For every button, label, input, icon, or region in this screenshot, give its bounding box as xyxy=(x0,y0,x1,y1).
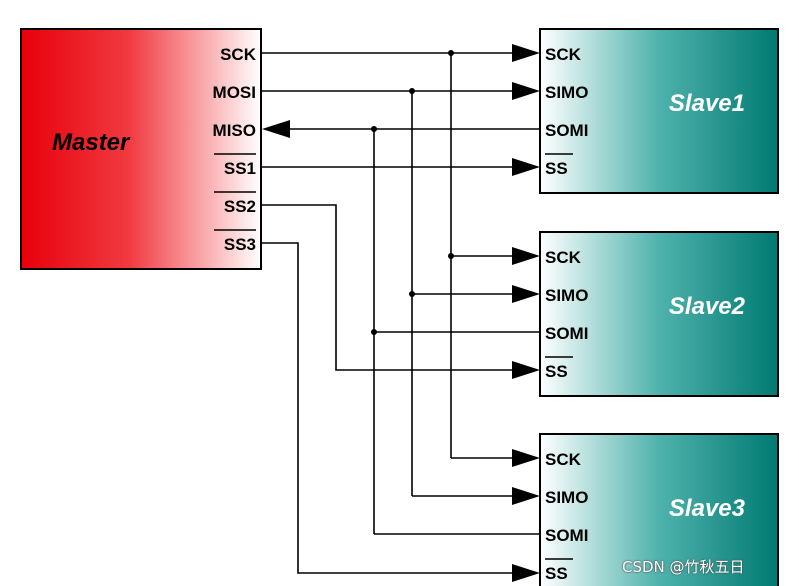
arrows xyxy=(262,44,540,582)
arrow-slave3-simo xyxy=(512,487,540,505)
mosi-wire xyxy=(262,88,512,497)
watermark: CSDN @竹秋五日 xyxy=(622,558,745,576)
slave3-pin-somi: SOMI xyxy=(545,526,588,545)
ss3-wire xyxy=(262,242,512,574)
arrow-slave1-simo xyxy=(512,82,540,100)
arrow-slave2-simo xyxy=(512,285,540,303)
slave3-pin-simo: SIMO xyxy=(545,488,588,507)
arrow-slave1-sck xyxy=(512,44,540,62)
slave1-pin-somi: SOMI xyxy=(545,121,588,140)
master-pin-ss3: SS3 xyxy=(224,235,256,254)
miso-wire xyxy=(288,126,540,535)
slave2-pin-ss: SS xyxy=(545,362,568,381)
arrow-slave2-sck xyxy=(512,247,540,265)
slave1-pin-simo: SIMO xyxy=(545,83,588,102)
master-pin-miso: MISO xyxy=(213,121,256,140)
arrow-slave1-ss xyxy=(512,158,540,176)
slave3-pin-sck: SCK xyxy=(545,450,582,469)
master-pin-ss1: SS1 xyxy=(224,159,256,178)
wires xyxy=(262,50,540,574)
sck-wire xyxy=(262,50,512,459)
slave3-title: Slave3 xyxy=(669,495,746,522)
master-pin-sck: SCK xyxy=(220,45,257,64)
slave1-block: Slave1 SCK SIMO SOMI SS xyxy=(539,28,779,194)
master-pin-mosi: MOSI xyxy=(213,83,256,102)
arrow-slave2-ss xyxy=(512,361,540,379)
slave1-title: Slave1 xyxy=(669,90,745,117)
master-title: Master xyxy=(52,129,131,156)
slave2-pin-somi: SOMI xyxy=(545,324,588,343)
slave1-pin-sck: SCK xyxy=(545,45,582,64)
slave2-pin-simo: SIMO xyxy=(545,286,588,305)
slave2-block: Slave2 SCK SIMO SOMI SS xyxy=(539,231,779,397)
slave1-pin-ss: SS xyxy=(545,159,568,178)
arrow-slave3-sck xyxy=(512,449,540,467)
arrow-master-miso xyxy=(262,120,290,138)
slave2-pin-sck: SCK xyxy=(545,248,582,267)
master-block: Master SCK MOSI MISO SS1 SS2 SS3 xyxy=(20,28,262,270)
ss2-wire xyxy=(262,204,512,371)
slave2-title: Slave2 xyxy=(669,293,746,320)
arrow-slave3-ss xyxy=(512,564,540,582)
master-pin-ss2: SS2 xyxy=(224,197,256,216)
slave3-pin-ss: SS xyxy=(545,564,568,583)
slave3-block: Slave3 SCK SIMO SOMI SS xyxy=(539,433,779,586)
